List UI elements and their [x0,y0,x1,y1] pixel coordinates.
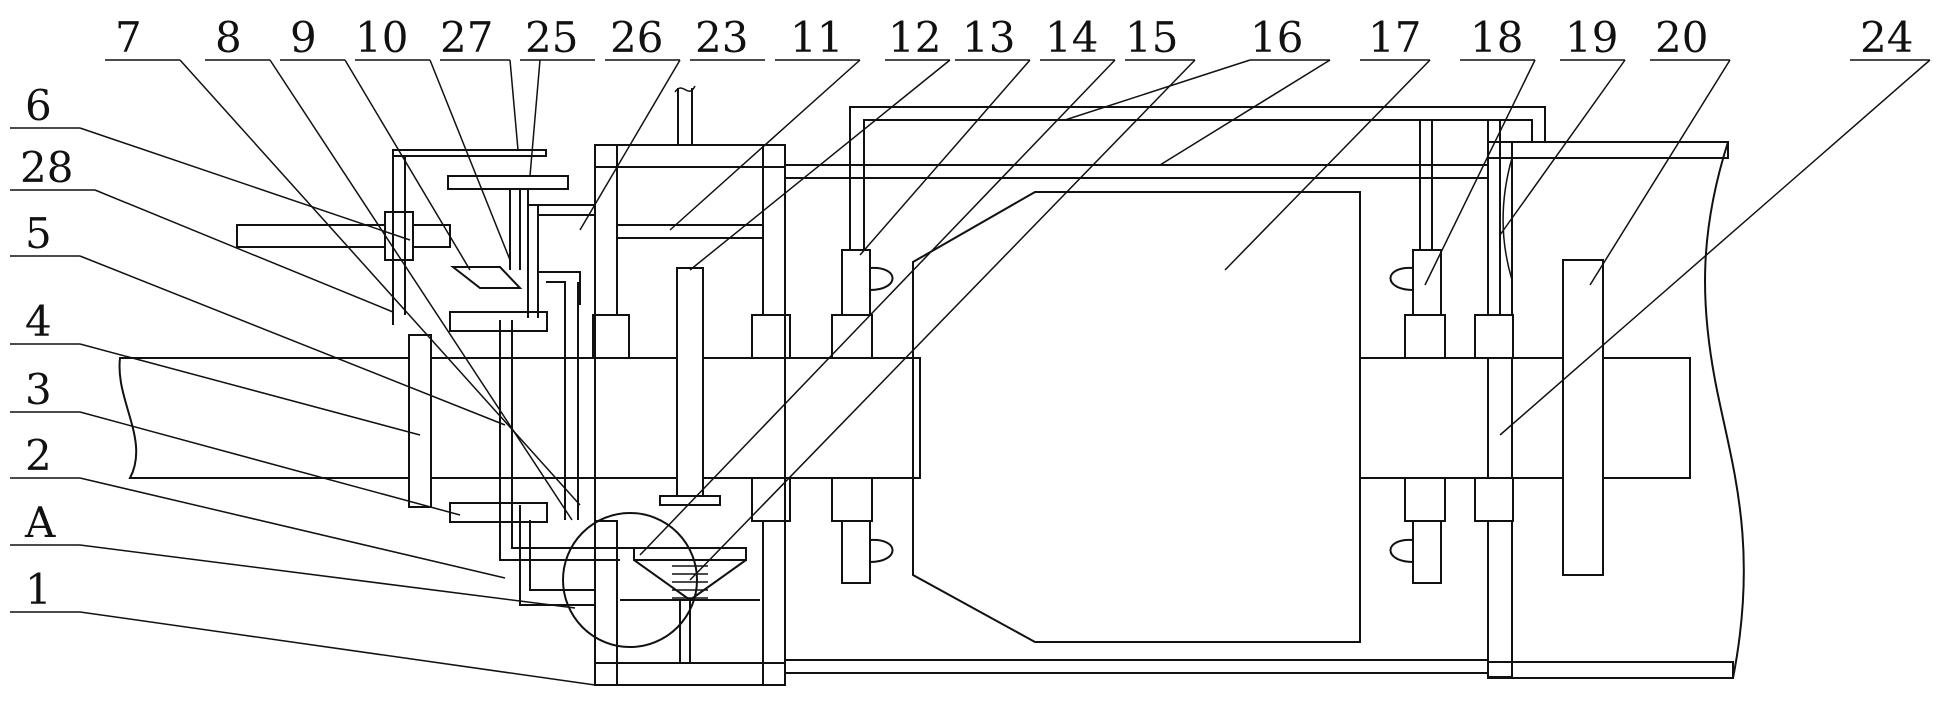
label-23: 23 [695,13,748,62]
label-4: 4 [25,297,52,346]
part-4-post [408,334,432,508]
label-25: 25 [525,13,578,62]
label-8: 8 [215,13,242,62]
label-A: A [24,498,56,547]
label-9: 9 [290,13,317,62]
label-17: 17 [1368,13,1421,62]
bearings [592,120,1514,584]
label-2: 2 [25,431,52,480]
label-16: 16 [1250,13,1303,62]
label-6: 6 [25,81,52,130]
label-12: 12 [888,13,941,62]
housing-frame [784,106,1546,674]
label-19: 19 [1565,13,1618,62]
label-5: 5 [25,209,52,258]
label-3: 3 [25,365,52,414]
label-1: 1 [25,565,52,614]
label-24: 24 [1860,13,1913,62]
label-27: 27 [440,13,493,62]
label-26: 26 [610,13,663,62]
label-13: 13 [962,13,1015,62]
part-23-pipe [674,85,696,145]
part-6-arm [236,224,451,248]
leader-lines [10,59,1931,686]
right-housing [1487,141,1745,679]
label-11: 11 [790,13,843,62]
left-labels: 6 28 5 4 3 2 A 1 [20,81,73,614]
left-mechanism [236,149,634,606]
top-labels: 7 8 9 10 27 25 26 23 11 12 13 14 15 16 1… [115,13,1913,62]
label-18: 18 [1470,13,1523,62]
label-14: 14 [1045,13,1098,62]
label-7: 7 [115,13,142,62]
part-20-plate [1562,259,1604,576]
label-15: 15 [1125,13,1178,62]
label-28: 28 [20,143,73,192]
label-20: 20 [1655,13,1708,62]
part-17-block [912,191,1361,643]
label-10: 10 [355,13,408,62]
